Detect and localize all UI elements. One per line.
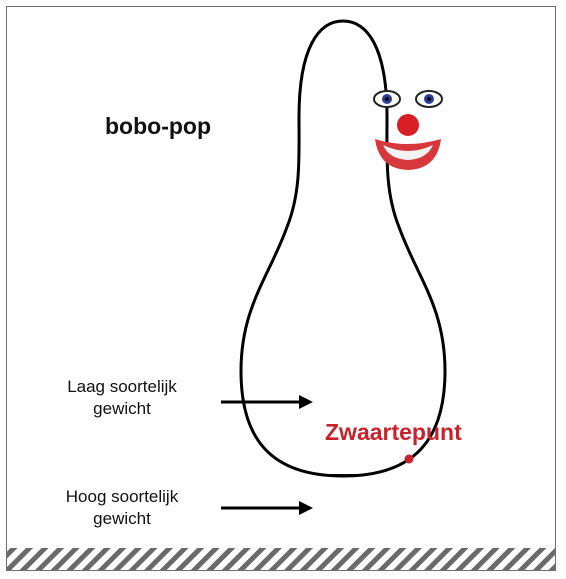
heavy-base <box>207 474 487 534</box>
diagram-frame: bobo-pop Laag soortelijk gewicht Hoog so… <box>6 6 556 571</box>
left-eye-icon <box>374 91 400 107</box>
nose-icon <box>397 114 419 136</box>
diagram-title: bobo-pop <box>105 113 211 140</box>
right-eye-icon <box>416 91 442 107</box>
center-of-gravity-dot <box>405 455 414 464</box>
arrow-high-density <box>221 501 313 515</box>
floor-hatch <box>7 548 555 570</box>
high-density-label: Hoog soortelijk gewicht <box>37 486 207 530</box>
doll-body <box>241 21 445 476</box>
center-of-gravity-label: Zwaartepunt <box>325 419 462 446</box>
low-density-label: Laag soortelijk gewicht <box>37 376 207 420</box>
